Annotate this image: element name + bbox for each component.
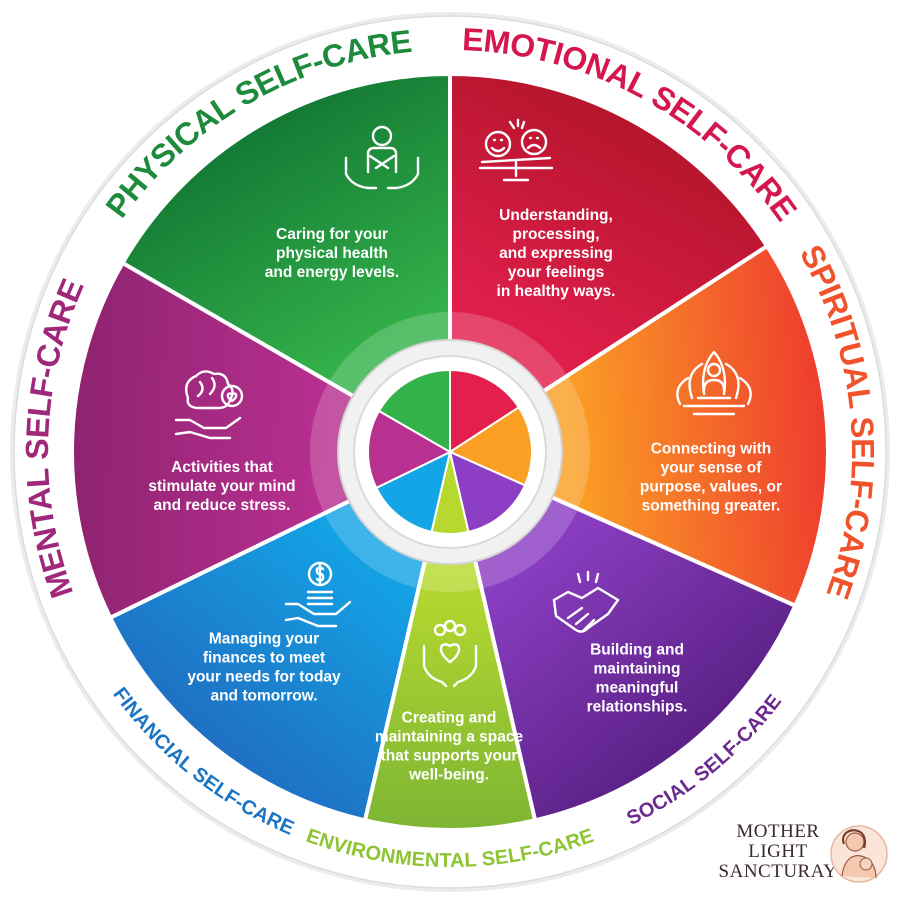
wedge-financial [107, 448, 453, 823]
wedge-mental [70, 260, 455, 621]
brain-heart-hand-icon [174, 370, 244, 440]
brand-line-1: MOTHER [736, 821, 820, 842]
brand-line-2: LIGHT [748, 841, 808, 862]
handshake-icon [552, 570, 620, 633]
brand-wordmark: MOTHER LIGHT SANCTURAY [708, 822, 848, 882]
brand-line-3: SANCTURAY [718, 861, 838, 882]
icon-layer [174, 118, 752, 688]
money-hand-icon [284, 561, 352, 628]
emotions-balance-icon [478, 118, 554, 182]
mother-child-logo-icon [830, 825, 888, 883]
hub-wedge-mental [367, 409, 453, 490]
lotus-meditation-icon [676, 350, 752, 416]
community-heart-hands-icon [422, 619, 478, 688]
wedge-spiritual [445, 243, 830, 609]
wedge-social [447, 448, 798, 823]
self-care-hands-icon [344, 125, 420, 190]
center-hub [310, 312, 590, 592]
